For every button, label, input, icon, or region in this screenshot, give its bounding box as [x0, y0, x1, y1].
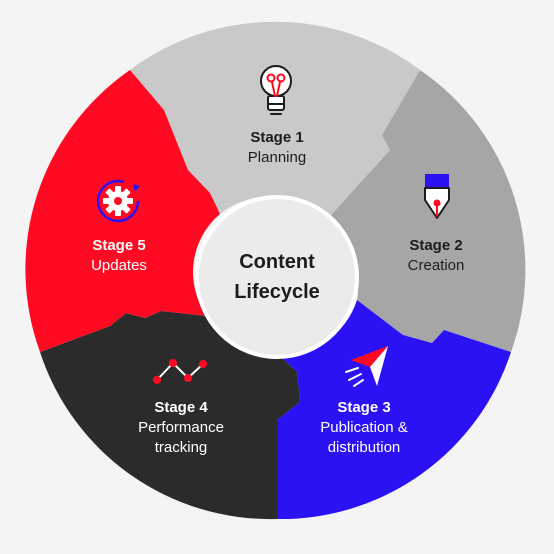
stage-3-name-line2: distribution [327, 439, 401, 456]
stage-2-number: Stage 2 [409, 237, 463, 254]
stage-3-label: Stage 3 Publication & distribution [320, 398, 408, 458]
center-title-line2: Lifecycle [234, 281, 320, 303]
stage-4-name-line2: tracking [154, 439, 208, 456]
stage-4-number: Stage 4 [154, 399, 208, 416]
stage-1-label: Stage 1 Planning [248, 128, 306, 168]
gear-refresh-icon [96, 179, 140, 223]
stage-1-name: Planning [247, 149, 307, 166]
stage-5-label: Stage 5 Updates [91, 236, 147, 276]
center-title: Content Lifecycle [234, 247, 320, 307]
stage-3-segment [277, 300, 511, 520]
pen-nib-icon [424, 174, 450, 219]
stage-2-segment [327, 70, 526, 352]
stage-5-segment [25, 70, 220, 352]
stage-5-number: Stage 5 [92, 237, 146, 254]
stage-1-number: Stage 1 [250, 129, 304, 146]
stage-1-segment [130, 21, 420, 226]
paper-plane-icon [345, 346, 388, 387]
stage-2-name: Creation [407, 257, 465, 274]
stage-5-name: Updates [91, 257, 147, 274]
stage-4-name-line1: Performance [138, 419, 224, 436]
trend-line-icon [153, 359, 207, 384]
stage-4-segment [40, 311, 300, 520]
stage-4-label: Stage 4 Performance tracking [138, 398, 224, 458]
lightbulb-icon [260, 65, 292, 115]
stage-3-number: Stage 3 [337, 399, 391, 416]
center-disc [195, 195, 359, 359]
center-title-line1: Content [239, 251, 315, 273]
stage-3-name-line1: Publication & [320, 419, 408, 436]
stage-2-label: Stage 2 Creation [408, 236, 465, 276]
